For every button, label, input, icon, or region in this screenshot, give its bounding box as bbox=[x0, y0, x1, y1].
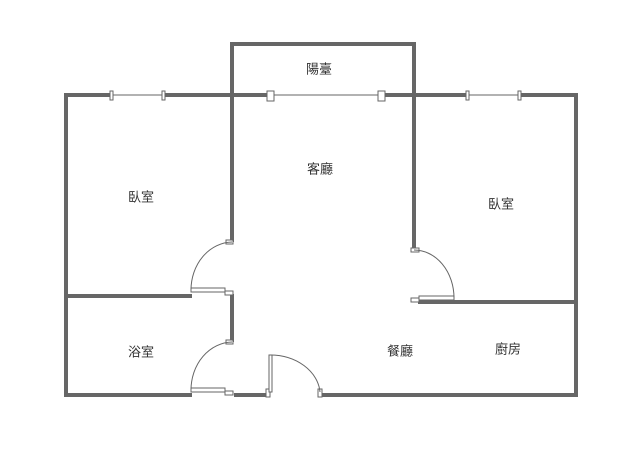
room-label-bathroom: 浴室 bbox=[127, 345, 155, 361]
room-label-dining-room: 餐廳 bbox=[386, 344, 414, 360]
room-label-living-room: 客廳 bbox=[306, 162, 334, 178]
room-label-bedroom-right: 臥室 bbox=[487, 197, 515, 213]
room-label-bedroom-left: 臥室 bbox=[127, 190, 155, 206]
room-label-kitchen: 廚房 bbox=[494, 342, 522, 358]
room-label-balcony: 陽臺 bbox=[305, 62, 333, 78]
door-swing bbox=[190, 341, 233, 391]
door-swing bbox=[413, 249, 455, 299]
door-swing bbox=[269, 354, 321, 393]
wall bbox=[230, 42, 416, 97]
door-swing bbox=[190, 241, 233, 291]
